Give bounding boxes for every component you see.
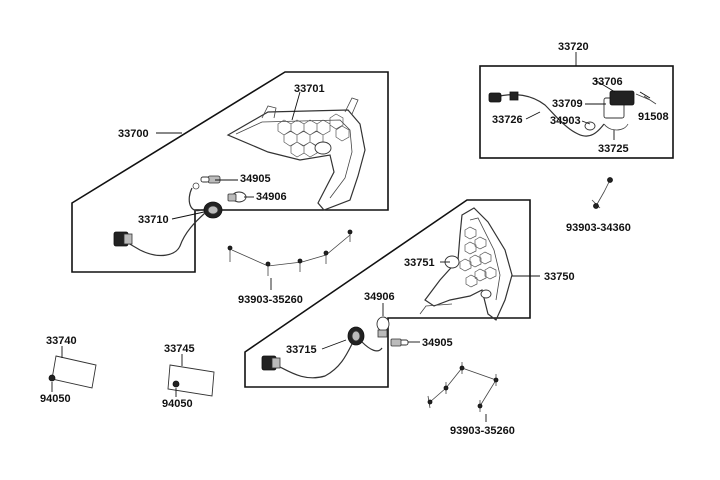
label-91508: 91508 bbox=[638, 111, 669, 123]
label-33750: 33750 bbox=[544, 271, 575, 283]
frame-33720 bbox=[479, 65, 674, 159]
relay-assembly bbox=[488, 52, 657, 137]
label-94050-left: 94050 bbox=[40, 393, 71, 405]
label-34905-right: 34905 bbox=[422, 337, 453, 349]
left-bulb-34906 bbox=[227, 191, 247, 203]
label-34906-left: 34906 bbox=[256, 191, 287, 203]
relay-clip bbox=[591, 177, 613, 209]
frame-33700 bbox=[71, 71, 389, 273]
label-33726: 33726 bbox=[492, 114, 523, 126]
label-33701: 33701 bbox=[294, 83, 325, 95]
label-34903: 34903 bbox=[550, 115, 581, 127]
right-clips bbox=[427, 362, 499, 422]
label-93903-35260-left: 93903-35260 bbox=[238, 294, 303, 306]
right-socket-33715 bbox=[261, 326, 383, 379]
right-bulb-34905 bbox=[390, 338, 409, 347]
label-33709: 33709 bbox=[552, 98, 583, 110]
label-33751: 33751 bbox=[404, 257, 435, 269]
left-bulb-34905 bbox=[192, 175, 221, 190]
label-93903-34360: 93903-34360 bbox=[566, 222, 631, 234]
left-clips bbox=[227, 229, 353, 290]
left-lens-assembly bbox=[226, 97, 366, 211]
label-33745: 33745 bbox=[164, 343, 195, 355]
frame-33750 bbox=[244, 199, 531, 388]
label-33710: 33710 bbox=[138, 214, 169, 226]
left-socket-33710 bbox=[113, 187, 223, 257]
label-34906-right: 34906 bbox=[364, 291, 395, 303]
label-93903-35260-right: 93903-35260 bbox=[450, 425, 515, 437]
reflector-33745 bbox=[167, 354, 215, 397]
right-lens-assembly bbox=[419, 207, 513, 321]
label-33725: 33725 bbox=[598, 143, 629, 155]
right-bulb-34906 bbox=[376, 303, 390, 338]
label-33715: 33715 bbox=[286, 344, 317, 356]
label-33700: 33700 bbox=[118, 128, 149, 140]
label-33706: 33706 bbox=[592, 76, 623, 88]
label-34905-left: 34905 bbox=[240, 173, 271, 185]
label-33720: 33720 bbox=[558, 41, 589, 53]
reflector-33740 bbox=[48, 346, 97, 392]
label-33740: 33740 bbox=[46, 335, 77, 347]
label-94050-right: 94050 bbox=[162, 398, 193, 410]
